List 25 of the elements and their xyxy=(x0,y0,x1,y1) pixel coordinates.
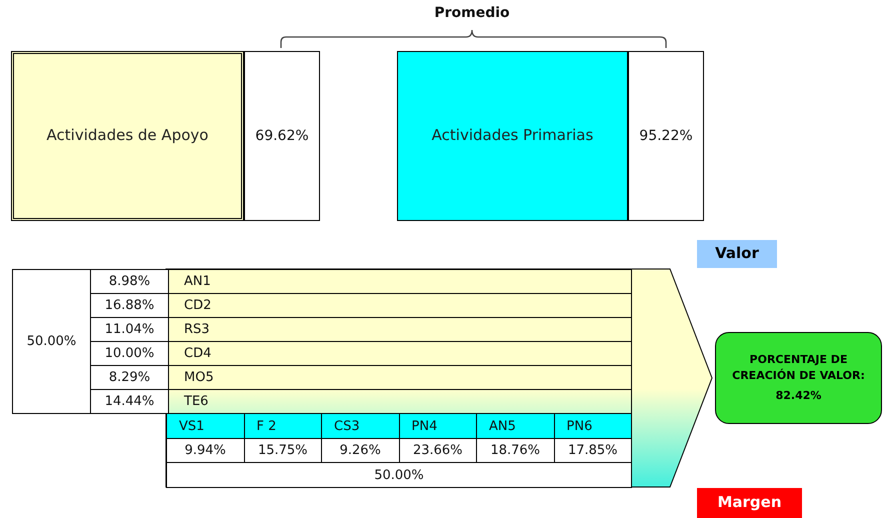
activity-code-cell: F 2 xyxy=(244,413,322,439)
percentage-cell: 9.26% xyxy=(321,438,400,463)
margin-tag: Margen xyxy=(697,488,802,518)
percentage-cell: 9.94% xyxy=(166,438,244,463)
total-percentage-cell: 50.00% xyxy=(12,269,91,414)
percentage-cell: 17.85% xyxy=(554,438,632,463)
total-percentage-cell: 50.00% xyxy=(166,462,632,488)
activity-code-cell: CS3 xyxy=(321,413,400,439)
primary-activities-box: Actividades Primarias xyxy=(397,51,628,221)
activity-code-cell: AN5 xyxy=(476,413,554,439)
activity-code-cell: VS1 xyxy=(166,413,244,439)
percentage-cell: 14.44% xyxy=(90,389,169,414)
bracket-label: Promedio xyxy=(433,5,511,21)
activity-code-cell: AN1 xyxy=(168,269,632,294)
percentage-cell: 18.76% xyxy=(476,438,554,463)
percentage-cell: 23.66% xyxy=(398,438,477,463)
percentage-cell: 8.98% xyxy=(90,269,169,294)
percentage-cell: 15.75% xyxy=(244,438,322,463)
value-creation-box: PORCENTAJE DE CREACIÓN DE VALOR: 82.42% xyxy=(715,332,882,424)
support-activities-box: Actividades de Apoyo xyxy=(11,51,244,221)
activity-code-cell: PN6 xyxy=(554,413,632,439)
value-tag: Valor xyxy=(697,240,777,268)
activity-code-cell: PN4 xyxy=(398,413,477,439)
average-percentage-box: 95.22% xyxy=(628,51,704,221)
average-percentage-box: 69.62% xyxy=(244,51,320,221)
